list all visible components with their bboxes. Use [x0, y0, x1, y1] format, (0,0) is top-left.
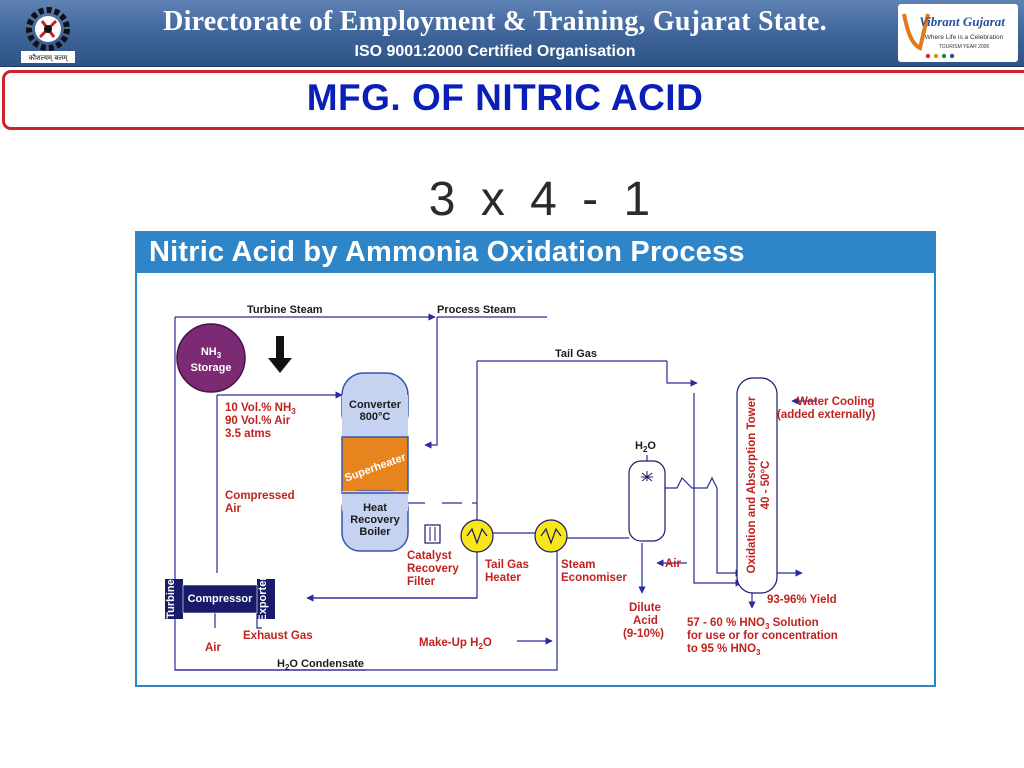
label-catalyst-2: Recovery — [407, 563, 459, 575]
steam-economiser — [534, 519, 568, 553]
label-makeup-sub: 2 — [478, 642, 483, 651]
svg-text:57 - 60 % HNO3 Solution: 57 - 60 % HNO3 Solution — [687, 617, 819, 631]
converter-label: Converter — [349, 399, 402, 411]
line-tower-top — [666, 361, 698, 387]
label-air-bleacher: Air — [665, 558, 682, 570]
svg-text:10 Vol.% NH3: 10 Vol.% NH3 — [225, 402, 296, 416]
converter-temp: 800°C — [360, 411, 391, 423]
label-h2o-o: O — [647, 440, 656, 452]
label-economiser-1: Steam — [561, 559, 596, 571]
label-dilute-1: Dilute — [629, 602, 661, 614]
label-tower: Oxidation and Absorption Tower — [746, 396, 758, 573]
label-catalyst-3: Filter — [407, 576, 436, 588]
boiler-label-1: Heat — [363, 502, 387, 514]
exporter-unit — [257, 579, 275, 619]
organisation-title: Directorate of Employment & Training, Gu… — [163, 6, 827, 37]
label-condensate: H — [277, 658, 285, 670]
label-feed-nh3: 10 Vol.% NH — [225, 402, 291, 414]
label-feed-nh3-sub: 3 — [291, 407, 296, 416]
label-h2o: H — [635, 440, 643, 452]
label-product-2: for use or for concentration — [687, 630, 838, 642]
boiler-label-3: Boiler — [359, 526, 391, 538]
label-exporter: Exporter — [257, 576, 269, 622]
label-tail-gas-heater-2: Heater — [485, 572, 521, 584]
svg-text:Make-Up H2O: Make-Up H2O — [419, 637, 492, 651]
vibrant-gujarat-logo-icon: Vibrant Gujarat Where Life is a Celebrat… — [898, 4, 1018, 62]
label-product-3-sub: 3 — [756, 648, 761, 657]
line-bleacher-to-tower — [657, 476, 743, 577]
title-frame — [2, 70, 1024, 130]
process-diagram: Nitric Acid by Ammonia Oxidation Process — [135, 231, 936, 687]
label-dilute-3: (9-10%) — [623, 628, 664, 640]
svg-text:to 95 % HNO3: to 95 % HNO3 — [687, 643, 761, 657]
tail-gas-heater — [460, 519, 494, 553]
label-catalyst-1: Catalyst — [407, 550, 452, 562]
figure-title: Nitric Acid by Ammonia Oxidation Process — [149, 236, 745, 268]
dte-logo-icon: कौशल्यम् बलम् — [21, 7, 75, 63]
bleacher-vessel — [628, 460, 666, 542]
label-tail-gas: Tail Gas — [555, 348, 597, 360]
header-bar: कौशल्यम् बलम् Directorate of Employment … — [0, 0, 1024, 67]
label-condensate-sub: 2 — [285, 663, 290, 672]
label-turbine-steam: Turbine Steam — [247, 304, 323, 316]
label-product-3: to 95 % HNO — [687, 643, 756, 655]
label-turbine: Turbine — [165, 579, 177, 619]
label-exhaust-gas: Exhaust Gas — [243, 630, 313, 642]
superheater-section — [341, 436, 409, 494]
svg-text:H2O Condensate: H2O Condensate — [277, 658, 364, 672]
label-tower-temp: 40 - 50°C — [760, 461, 772, 510]
line-condensate — [175, 533, 558, 671]
nh3-storage-tank — [176, 323, 246, 393]
label-process-steam: Process Steam — [437, 304, 516, 316]
logo-tagline: Where Life is a Celebration — [925, 34, 1004, 41]
label-compressor: Compressor — [188, 593, 254, 605]
absorption-tower — [736, 377, 778, 594]
label-water-cooling-1: Water Cooling — [797, 396, 875, 408]
label-feed-air: 90 Vol.% Air — [225, 415, 291, 427]
catalyst-filter — [424, 524, 441, 544]
line-tower-feed — [693, 393, 743, 587]
label-condensate-end: O Condensate — [289, 658, 364, 670]
label-air-in: Air — [205, 642, 222, 654]
label-product-1-end: Solution — [769, 617, 818, 629]
label-economiser-2: Economiser — [561, 572, 627, 584]
label-makeup-o: O — [483, 637, 492, 649]
flow-diagram: NH3 Storage Converter 800°C Superheater … — [165, 304, 876, 672]
logo-year: TOURISM YEAR 2006 — [939, 44, 990, 50]
nh3-storage-sub: 3 — [217, 351, 222, 360]
nh3-storage-caption: Storage — [191, 362, 232, 374]
label-product-1: 57 - 60 % HNO — [687, 617, 765, 629]
slide-code: 3 x 4 - 1 — [428, 173, 652, 226]
svg-text:NH3: NH3 — [201, 346, 222, 360]
label-tail-gas-heater-1: Tail Gas — [485, 559, 529, 571]
label-h2o-sub: 2 — [643, 445, 648, 454]
nh3-storage-label: NH — [201, 346, 217, 358]
label-water-cooling-2: (added externally) — [777, 409, 876, 421]
compressor-unit — [183, 585, 257, 613]
page-title: MFG. OF NITRIC ACID — [306, 77, 704, 118]
logo-text: Vibrant Gujarat — [919, 14, 1005, 29]
label-compressed-air-2: Air — [225, 503, 242, 515]
label-feed-pressure: 3.5 atms — [225, 428, 271, 440]
figure-banner: Nitric Acid by Ammonia Oxidation Process — [137, 233, 934, 273]
label-yield: 93-96% Yield — [767, 594, 837, 606]
line-process-steam-drop — [424, 317, 438, 449]
label-compressed-air-1: Compressed — [225, 490, 295, 502]
boiler-label-2: Recovery — [350, 514, 400, 526]
svg-text:H2O: H2O — [635, 440, 656, 454]
logo-caption: कौशल्यम् बलम् — [29, 53, 69, 62]
label-dilute-2: Acid — [633, 615, 658, 627]
turbine-unit — [165, 579, 183, 619]
iso-certification: ISO 9001:2000 Certified Organisation — [354, 43, 636, 60]
label-product-1-sub: 3 — [765, 622, 770, 631]
label-makeup: Make-Up H — [419, 637, 478, 649]
down-arrow-icon — [268, 336, 292, 373]
